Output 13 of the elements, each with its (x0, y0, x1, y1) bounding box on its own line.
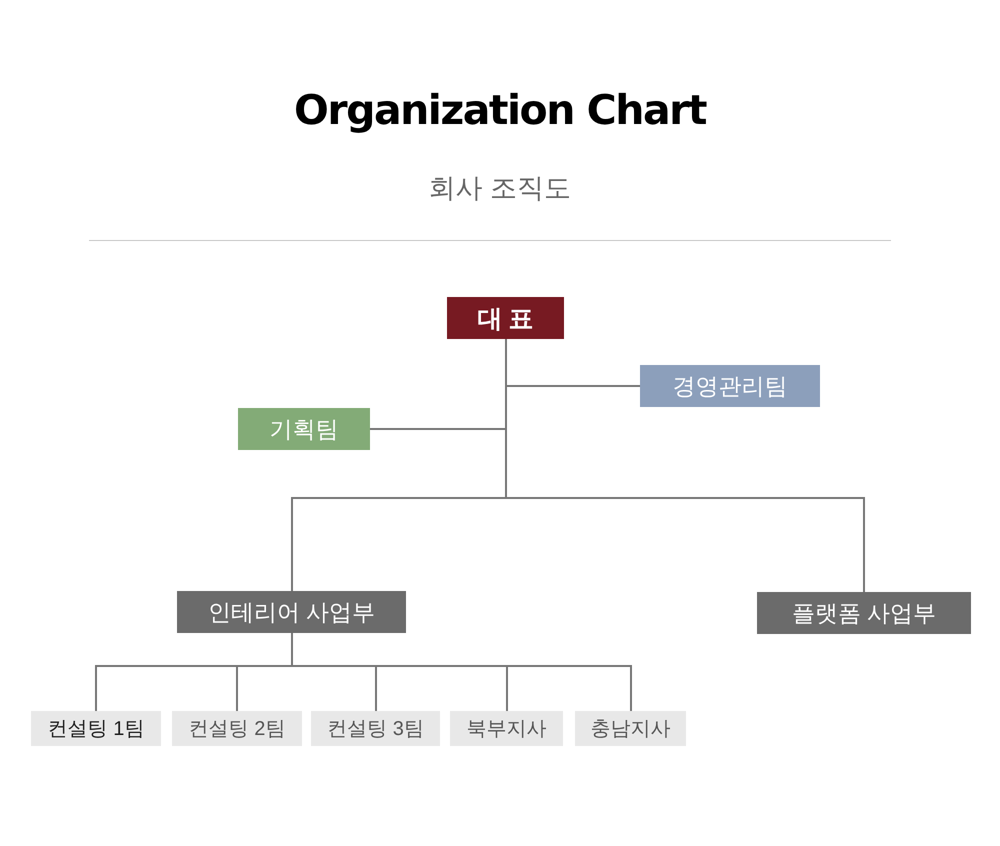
ceo-box: 대표 (447, 297, 564, 339)
team-box: 컨설팅 3팀 (311, 711, 440, 746)
subtitle: 회사 조직도 (428, 173, 572, 203)
team-box: 기획팀 (238, 408, 370, 450)
title: Organization Chart (294, 86, 706, 134)
division-box: 인테리어 사업부 (177, 591, 406, 633)
connector-line (291, 633, 632, 711)
branch-box: 북부지사 (450, 711, 563, 746)
team-box: 경영관리팀 (640, 365, 820, 407)
branch-box: 충남지사 (575, 711, 686, 746)
team-box: 컨설팅 1팀 (31, 711, 161, 746)
team-box: 컨설팅 2팀 (172, 711, 302, 746)
division-box: 플랫폼 사업부 (757, 592, 971, 634)
